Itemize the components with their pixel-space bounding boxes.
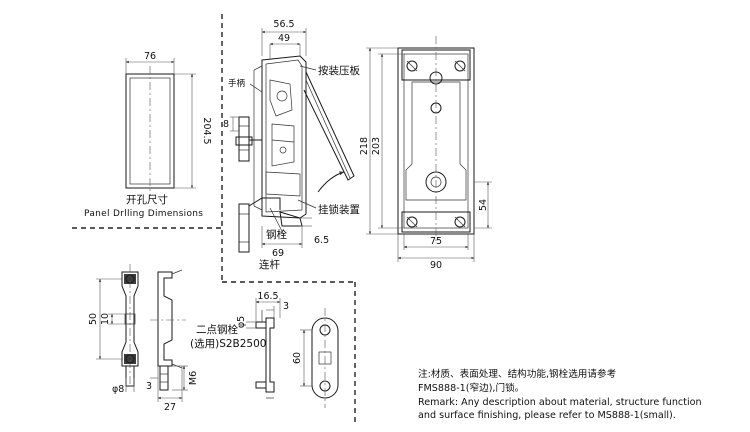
bolt-label-line1: 二点钢栓 <box>196 323 238 336</box>
label-handle: 手柄 <box>228 78 246 89</box>
note-en-line1: Remark: Any description about material, … <box>418 397 702 408</box>
two-point-bolt-detail <box>96 264 188 402</box>
label-steel-bolt: 钢栓 <box>266 228 287 241</box>
cutout-width-dim: 76 <box>144 51 156 62</box>
front-dim-lower: 54 <box>478 199 489 211</box>
bolt-dim-hole: φ8 <box>112 384 124 395</box>
remark-notes: 注:材质、表面处理、结构功能,钢栓选用请参考 FMS888-1(窄边),门锁。 … <box>418 368 702 421</box>
cutout-label-en: Panel Drlling Dimensions <box>84 209 203 219</box>
lock-side-view <box>230 28 355 253</box>
note-cn-line1: 注:材质、表面处理、结构功能,钢栓选用请参考 <box>418 368 616 380</box>
note-cn-line2: FMS888-1(窄边),门锁。 <box>418 382 524 394</box>
front-dim-outer-width: 90 <box>430 260 442 271</box>
bolt-dim-length: 27 <box>164 402 176 413</box>
section-separators <box>72 14 356 424</box>
cutout-label-cn: 开孔尺寸 <box>126 193 168 206</box>
bolt-dim-offset: 3 <box>146 381 152 392</box>
front-dim-inner-height: 203 <box>371 137 382 155</box>
label-mounting-plate: 按装压板 <box>318 64 360 77</box>
rod-dim-hole: φ5 <box>236 316 247 328</box>
side-dim-right: 6.5 <box>314 235 329 246</box>
bolt-label-line2: (选用)S2B2500 <box>190 337 266 350</box>
bolt-dim-slot: 10 <box>100 313 111 325</box>
rod-dim-pitch: 60 <box>292 352 303 364</box>
note-en-line2: and surface finishing, please refer to M… <box>418 410 676 421</box>
connecting-rod-detail <box>246 298 339 408</box>
label-connecting-rod: 连杆 <box>259 258 280 271</box>
front-dim-outer-height: 218 <box>359 137 370 155</box>
bolt-dim-pitch: 50 <box>88 313 99 325</box>
front-dim-inner-width: 75 <box>430 236 442 247</box>
side-dim-bottom: 69 <box>272 248 284 259</box>
rod-dim-thickness: 3 <box>283 301 289 312</box>
lock-front-view <box>366 36 492 262</box>
panel-cutout-drawing <box>125 58 196 196</box>
side-dim-top-inner: 49 <box>278 33 290 44</box>
side-dim-left: 8 <box>223 119 229 130</box>
cutout-height-dim: 204.5 <box>201 117 212 144</box>
rod-dim-width: 16.5 <box>257 291 278 302</box>
bolt-dim-thread: M6 <box>188 371 199 385</box>
label-padlock-device: 挂锁装置 <box>318 203 360 216</box>
side-dim-top-outer: 56.5 <box>273 19 294 30</box>
